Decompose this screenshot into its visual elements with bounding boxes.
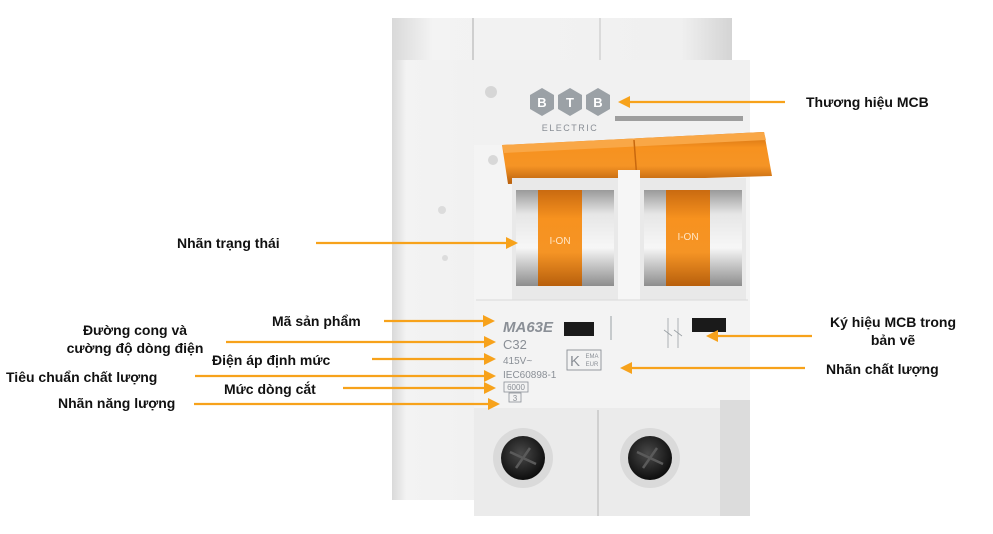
- label-energy: Nhãn năng lượng: [58, 395, 176, 411]
- arrow-energy: [194, 398, 500, 410]
- model-code: MA63E: [503, 319, 554, 336]
- label-status: Nhãn trạng thái: [177, 235, 280, 251]
- terminal-block: [474, 400, 750, 516]
- label-standard: Tiêu chuẩn chất lượng: [6, 369, 158, 385]
- breaking-capacity: 6000: [507, 383, 525, 392]
- rated-voltage: 415V~: [503, 356, 532, 367]
- arrow-standard: [195, 370, 496, 382]
- energy-class: 3: [513, 394, 518, 403]
- mcb-wiring-symbol: [663, 318, 683, 348]
- label-symbol: Ký hiệu MCB trong bản vẽ: [818, 313, 968, 349]
- label-curve-line2: cường độ dòng điện: [66, 340, 204, 356]
- cert-mark-line2: EMA: [585, 354, 598, 360]
- cert-mark-k: K: [570, 353, 580, 370]
- arrow-quality: [620, 362, 805, 374]
- label-quality: Nhãn chất lượng: [826, 361, 939, 377]
- label-curve: Đường cong và cường độ dòng điện: [50, 321, 220, 357]
- brand-logo: B T B ELECTRIC: [530, 88, 610, 133]
- label-brand: Thương hiệu MCB: [806, 94, 929, 110]
- annotation-arrows: [194, 96, 812, 410]
- label-symbol-line1: Ký hiệu MCB trong: [830, 314, 956, 330]
- brand-letter-1: B: [537, 95, 546, 110]
- toggle-text-2: I-ON: [677, 232, 698, 243]
- quality-standard: IEC60898-1: [503, 370, 557, 381]
- brand-letter-3: B: [593, 95, 602, 110]
- arrow-symbol: [706, 330, 812, 342]
- brand-letter-2: T: [566, 95, 574, 110]
- arrow-status: [316, 237, 518, 249]
- arrow-brand: [618, 96, 785, 108]
- label-voltage: Điện áp định mức: [212, 352, 331, 368]
- arrow-voltage: [372, 353, 496, 365]
- label-curve-line1: Đường cong và: [82, 322, 188, 338]
- arrow-product-code: [384, 315, 495, 327]
- label-product-code: Mã sản phẩm: [272, 313, 361, 329]
- toggle-handles: I-ON I-ON: [502, 132, 772, 306]
- arrow-curve: [226, 336, 496, 348]
- brand-subtitle: ELECTRIC: [542, 123, 599, 133]
- toggle-text-1: I-ON: [549, 236, 570, 247]
- label-plate: MA63E C32 415V~ IEC60898-1 6000 3 K EMA …: [474, 299, 750, 408]
- label-breaking: Mức dòng cắt: [224, 381, 316, 397]
- arrow-breaking: [343, 382, 496, 394]
- label-symbol-line2: bản vẽ: [870, 332, 916, 348]
- curve-rating: C32: [503, 337, 527, 352]
- cert-mark-line3: EUR: [586, 362, 599, 368]
